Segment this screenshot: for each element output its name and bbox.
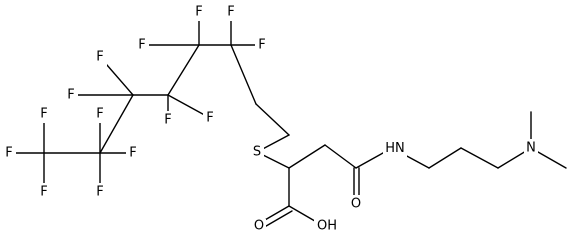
carbonyl-oxygen-atom: O — [254, 219, 264, 234]
sulfur-atom: S — [253, 145, 261, 160]
amide-n-label: N — [395, 141, 405, 156]
hydroxyl-group: OH — [317, 219, 337, 234]
bond-c7-c8 — [255, 103, 290, 136]
fluorine-atom: F — [96, 50, 103, 65]
fluorine-atom: F — [258, 38, 265, 53]
bond-c4-c5 — [167, 44, 200, 96]
bond-c6-c7 — [230, 44, 257, 105]
fluorine-atom: F — [67, 88, 74, 103]
fluorine-atom: F — [96, 185, 103, 200]
fluorine-atom: F — [227, 5, 234, 20]
fluorine-atom: F — [138, 38, 145, 53]
bond-c1-c2 — [428, 147, 462, 169]
fluorine-atom: F — [164, 113, 171, 128]
bond-c2-c3 — [99, 94, 134, 154]
bond-ch2-camide — [324, 144, 357, 169]
fluorine-atom: F — [96, 107, 103, 122]
amide-h-label: H — [385, 141, 395, 156]
atom-labels: F F F F F F F F F F F F F F S — [2, 3, 538, 235]
amine-nitrogen-atom: N — [526, 141, 536, 156]
fluorine-atom: F — [40, 185, 47, 200]
amide-nh-group: HN — [385, 141, 405, 156]
fluorine-atom: F — [40, 107, 47, 122]
fluorine-atom: F — [195, 5, 202, 20]
amide-oxygen-atom: O — [351, 197, 361, 212]
bond-calpha-ch2 — [288, 144, 326, 169]
fluorine-atom: F — [5, 146, 12, 161]
bond-cooh-double-b — [260, 210, 293, 230]
bond-c2-c3p — [460, 147, 499, 169]
fluorine-atom: F — [206, 111, 213, 126]
fluorine-atom: F — [129, 146, 136, 161]
